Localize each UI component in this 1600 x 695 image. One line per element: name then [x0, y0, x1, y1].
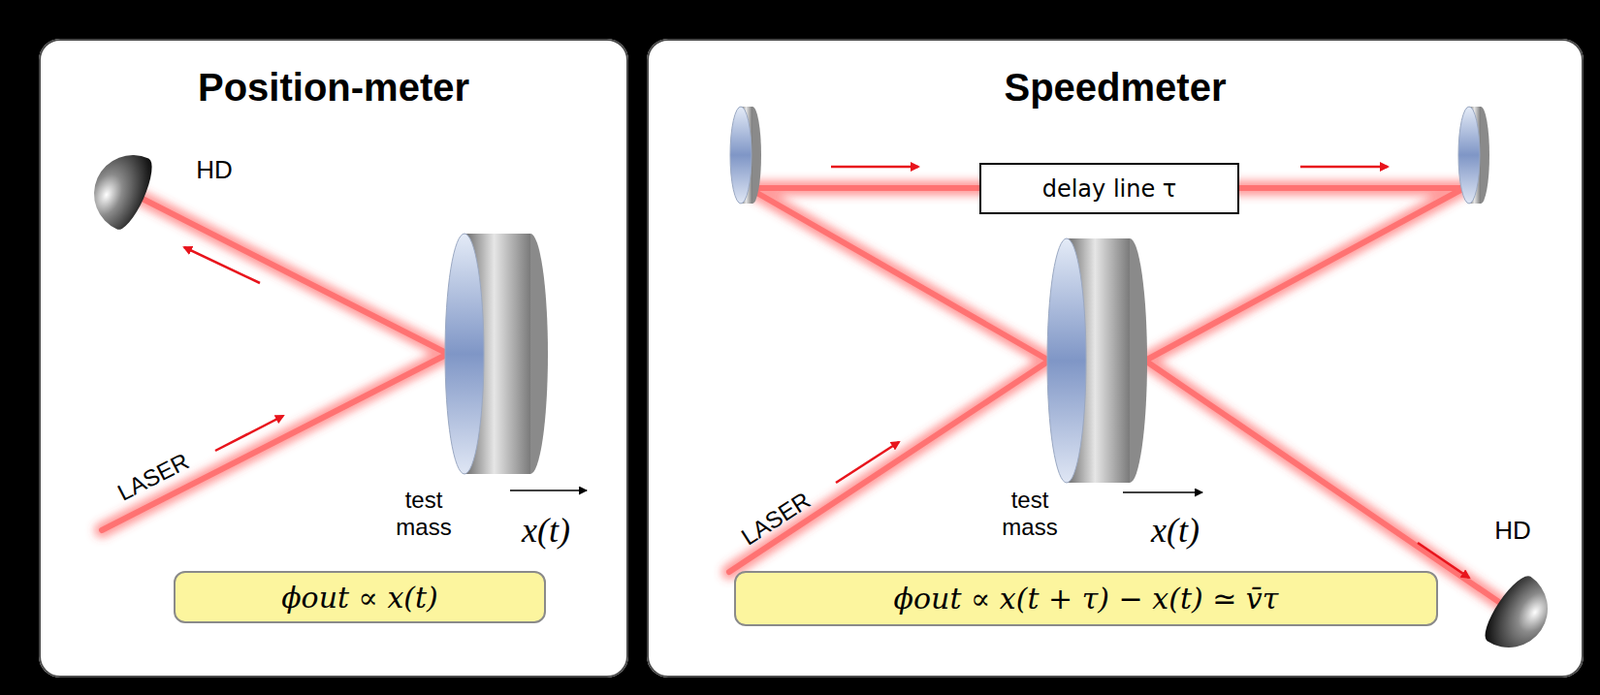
- detector-dome: [81, 142, 160, 234]
- panel: Speedmeter delay line τ ϕout ∝ x(t + τ) − …: [646, 38, 1584, 678]
- panel-title: Position-meter: [40, 65, 627, 110]
- laser-beam: [101, 188, 1509, 609]
- panel: Position-meter ϕout ∝ x(t): [38, 38, 629, 678]
- beam-direction-arrow: [184, 247, 260, 284]
- steering-mirror: [730, 106, 762, 204]
- detector-dome: [1477, 570, 1564, 663]
- beam-direction-arrow: [831, 165, 919, 169]
- test-mass-mirror: [445, 233, 548, 475]
- panel-ground: [646, 38, 1584, 678]
- test-mass-mirror: [445, 233, 484, 475]
- test-mass-mirror: [1047, 238, 1148, 483]
- panel-ground: [38, 38, 629, 678]
- formula-box: ϕout ∝ x(t + τ) − x(t) ≃ v̄τ: [734, 571, 1439, 627]
- test-mass-mirror: [1047, 238, 1087, 483]
- steering-mirror: [1458, 106, 1490, 204]
- beam-direction-arrow: [184, 166, 1470, 578]
- part-label: test mass: [384, 486, 463, 541]
- laser-beam: [729, 188, 1509, 609]
- formula: ϕout ∝ x(t): [281, 580, 439, 615]
- detector-dome: [1477, 570, 1564, 663]
- steering-mirror: [730, 106, 752, 204]
- detector-dome: [81, 142, 160, 234]
- detector-label: HD: [1494, 516, 1532, 546]
- formula-box: ϕout ∝ x(t): [173, 571, 546, 624]
- variable-label: x(t): [1151, 511, 1200, 551]
- steering-mirror: [1458, 106, 1480, 204]
- beam-direction-arrow: [1300, 165, 1388, 169]
- box-label: delay line τ: [1042, 175, 1178, 203]
- displacement-arrow: [510, 490, 1203, 493]
- displacement-arrow: [1122, 491, 1203, 494]
- displacement-arrow: [510, 489, 587, 492]
- part-label: test mass: [991, 486, 1069, 541]
- beam-direction-arrow: [215, 416, 284, 451]
- detector-label: HD: [195, 156, 233, 186]
- formula: ϕout ∝ x(t + τ) − x(t) ≃ v̄τ: [894, 581, 1280, 616]
- laser-beam: [729, 188, 1509, 609]
- delay-line-box: delay line τ: [979, 162, 1240, 215]
- panel-title: Speedmeter: [648, 65, 1582, 110]
- variable-label: x(t): [521, 511, 571, 551]
- laser-beam: [101, 193, 448, 531]
- laser-beam: [101, 193, 448, 531]
- beam-direction-arrow: [835, 442, 899, 483]
